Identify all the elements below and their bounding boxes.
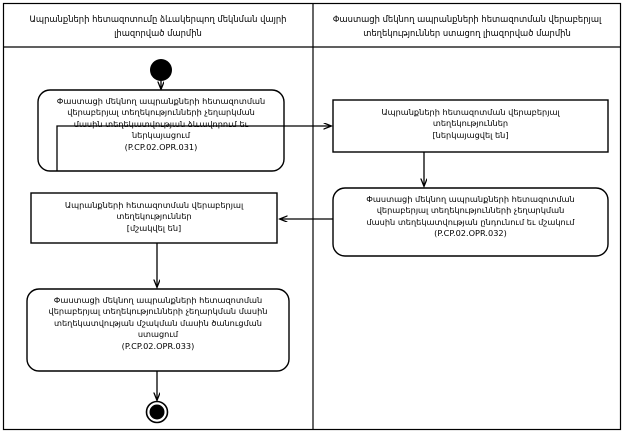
object-processed-shape xyxy=(30,192,278,244)
activity-032-shape xyxy=(332,187,609,257)
object-sent-shape xyxy=(332,99,609,153)
activity-033-shape xyxy=(26,288,290,372)
activity-031-shape xyxy=(37,89,285,172)
final-node-core xyxy=(149,404,165,420)
initial-node-circle xyxy=(150,59,172,81)
edge-031-to-object-sent xyxy=(56,126,331,171)
